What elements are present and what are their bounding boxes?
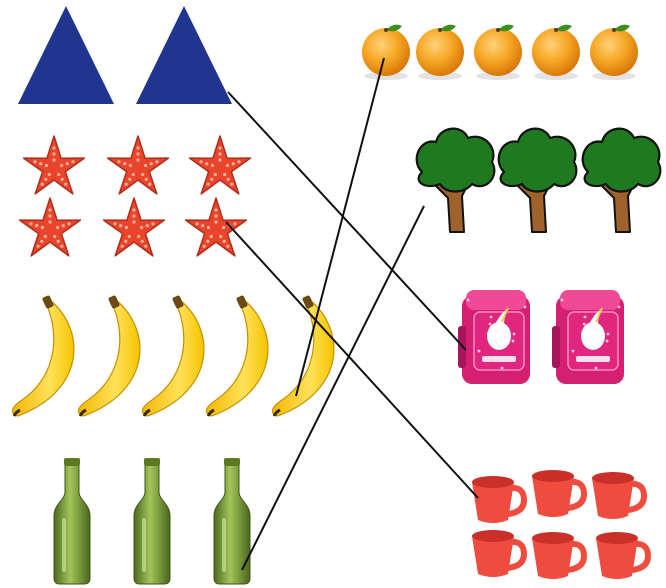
cup-group [472, 470, 652, 579]
triangle-group [18, 6, 232, 104]
bottle-group [53, 458, 251, 585]
tree-icon [581, 127, 662, 233]
banana-icon [205, 295, 269, 417]
connection-line-triangles-backpacks[interactable] [227, 91, 467, 351]
triangle-icon [18, 6, 114, 104]
orange-icon [474, 24, 522, 80]
cup-icon [596, 532, 652, 579]
connection-line-bottles-trees[interactable] [241, 205, 425, 571]
connection-lines [225, 57, 479, 571]
connection-line-starfish-cups[interactable] [225, 221, 479, 499]
starfish-icon [22, 135, 86, 195]
cup-icon [472, 530, 528, 577]
cup-icon [532, 532, 588, 579]
starfish-icon [102, 197, 166, 257]
starfish-icon [106, 135, 170, 195]
backpack-group [458, 290, 624, 384]
backpack-icon [458, 290, 530, 384]
banana-icon [141, 295, 205, 417]
banana-icon [77, 295, 141, 417]
starfish-group [18, 135, 252, 257]
tree-icon [497, 127, 578, 233]
bottle-icon [133, 458, 171, 585]
orange-icon [590, 24, 638, 80]
banana-icon [11, 295, 75, 417]
orange-icon [362, 24, 410, 80]
banana-icon [271, 295, 335, 417]
backpack-icon [552, 290, 624, 384]
tree-group [415, 127, 662, 233]
orange-group [362, 24, 638, 80]
connection-line-bananas-oranges[interactable] [295, 57, 385, 397]
starfish-icon [188, 135, 252, 195]
starfish-icon [184, 197, 248, 257]
bottle-icon [53, 458, 91, 585]
orange-icon [416, 24, 464, 80]
cup-icon [592, 472, 648, 519]
cup-icon [472, 476, 528, 523]
triangle-icon [136, 6, 232, 104]
orange-icon [532, 24, 580, 80]
banana-group [11, 295, 335, 417]
bottle-icon [213, 458, 251, 585]
cup-icon [532, 470, 588, 517]
tree-icon [415, 127, 496, 233]
starfish-icon [18, 197, 82, 257]
